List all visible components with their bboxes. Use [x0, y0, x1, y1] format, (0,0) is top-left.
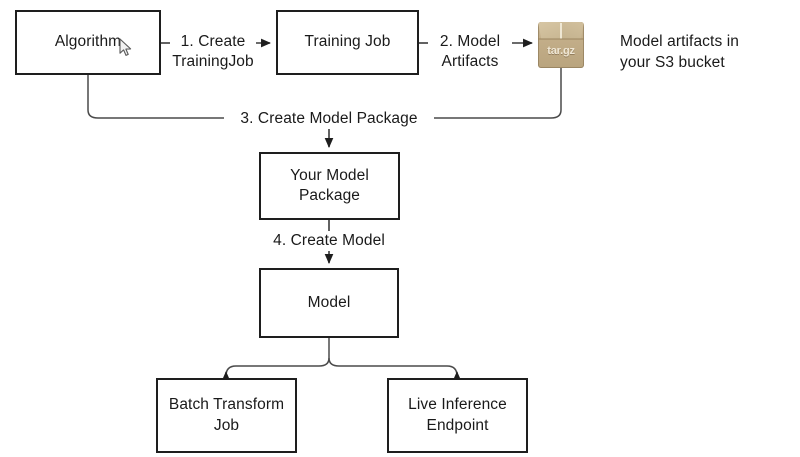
node-live-inference-endpoint-label: Live Inference Endpoint — [408, 396, 507, 434]
node-training-job-label: Training Job — [304, 33, 391, 51]
node-training-job[interactable]: Training Job — [276, 10, 419, 75]
s3-bucket-note: Model artifacts in your S3 bucket — [620, 33, 739, 72]
edge-model-to-live-endpoint — [328, 357, 462, 381]
edge-artifacts-to-model-package — [432, 68, 562, 119]
edge-label-step-3: 3. Create Model Package — [224, 109, 434, 130]
node-algorithm-label: Algorithm — [54, 33, 122, 51]
edge-model-to-batch-transform — [221, 357, 330, 381]
node-model-label: Model — [307, 293, 351, 311]
edge-algorithm-to-model-package — [87, 75, 225, 119]
package-flap-shadow — [538, 38, 584, 40]
package-flap-right — [561, 22, 584, 39]
node-your-model-package[interactable]: Your Model Package — [259, 152, 400, 220]
node-model[interactable]: Model — [259, 268, 399, 338]
edge-label-step-4: 4. Create Model — [254, 231, 404, 252]
package-seam — [560, 23, 562, 39]
node-batch-transform-job[interactable]: Batch Transform Job — [156, 378, 297, 453]
node-batch-transform-job-label: Batch Transform Job — [168, 396, 285, 434]
mouse-cursor-icon — [119, 38, 132, 56]
edge-label-step-2: 2. Model Artifacts — [428, 32, 512, 73]
package-flap-left — [538, 22, 561, 39]
node-live-inference-endpoint[interactable]: Live Inference Endpoint — [387, 378, 528, 453]
package-caption: tar.gz — [547, 45, 575, 57]
node-your-model-package-label: Your Model Package — [290, 166, 369, 204]
edge-label-step-1: 1. Create TrainingJob — [170, 32, 256, 73]
tar-gz-package-icon[interactable]: tar.gz — [538, 22, 584, 68]
node-algorithm[interactable]: Algorithm — [15, 10, 161, 75]
